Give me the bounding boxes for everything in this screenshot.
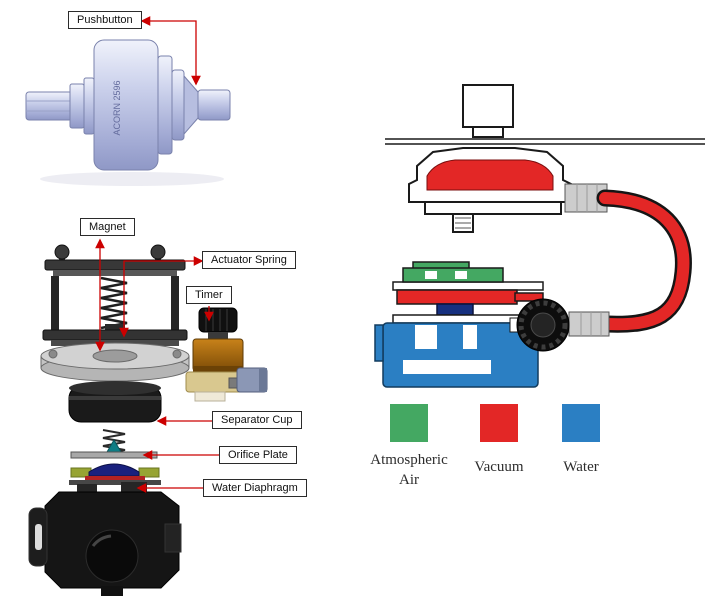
pushbutton-illustration: ACORN 2596 (25, 39, 231, 186)
callout-actuator-spring-label: Actuator Spring (211, 254, 287, 266)
callout-water-diaphragm: Water Diaphragm (203, 479, 307, 497)
flange-disk (40, 342, 190, 382)
callout-orifice-plate-label: Orifice Plate (228, 449, 288, 461)
callout-separator-cup: Separator Cup (212, 411, 302, 429)
vacuum-hose (596, 189, 692, 333)
callout-actuator-spring: Actuator Spring (202, 251, 296, 269)
callout-pushbutton: Pushbutton (68, 11, 142, 29)
pushbutton-cone (183, 74, 199, 136)
upper-diaphragm-vacuum (426, 159, 554, 191)
pushbutton-stem (197, 89, 231, 121)
callout-water-diaphragm-label: Water Diaphragm (212, 482, 298, 494)
lower-plate-1 (392, 281, 544, 291)
orifice-plate-part (70, 439, 158, 459)
hex-facet-lines (26, 100, 72, 112)
callout-pushbutton-label: Pushbutton (77, 14, 133, 26)
return-spring (102, 429, 126, 455)
callout-separator-cup-label: Separator Cup (221, 414, 293, 426)
pushbutton-step-disk-2 (171, 69, 185, 141)
schematic-mounting-plate (385, 138, 705, 145)
timer-dial (509, 298, 570, 352)
legend-swatch-water (562, 404, 600, 442)
legend-swatch-atmospheric-air (390, 404, 428, 442)
pushbutton-hex-stem (25, 91, 73, 121)
callout-magnet-label: Magnet (89, 221, 126, 233)
pushbutton-collar (69, 83, 85, 129)
callout-timer: Timer (186, 286, 232, 304)
schematic-top-neck (472, 126, 504, 138)
legend-label-vacuum: Vacuum (474, 459, 524, 475)
hose-fitting-bottom (568, 311, 610, 337)
cross-section-illustration (374, 84, 705, 388)
upper-chamber (408, 147, 572, 233)
legend-label-atmospheric-air: Atmospheric Air (370, 452, 448, 489)
schematic-top-block (462, 84, 514, 128)
diaphragm-core (436, 303, 474, 316)
air-chamber (402, 261, 504, 283)
pushbutton-step-disk (157, 55, 173, 155)
timer-part (185, 307, 268, 402)
legend-swatch-vacuum (480, 404, 518, 442)
pushbutton-washer (83, 77, 95, 135)
legend-label-water: Water (563, 459, 599, 475)
separator-cup-part (68, 381, 162, 423)
valve-body (28, 482, 182, 596)
pushbutton-body (93, 39, 159, 171)
actuator-spring-coil (100, 276, 128, 330)
vacuum-chamber (396, 289, 544, 305)
water-diaphragm-part (69, 463, 161, 485)
pushbutton-engraving: ACORN 2596 (112, 80, 122, 135)
callout-magnet: Magnet (80, 218, 135, 236)
water-chamber (374, 322, 539, 388)
pushbutton-shadow (40, 172, 224, 186)
callout-timer-label: Timer (195, 289, 223, 301)
callout-orifice-plate: Orifice Plate (219, 446, 297, 464)
